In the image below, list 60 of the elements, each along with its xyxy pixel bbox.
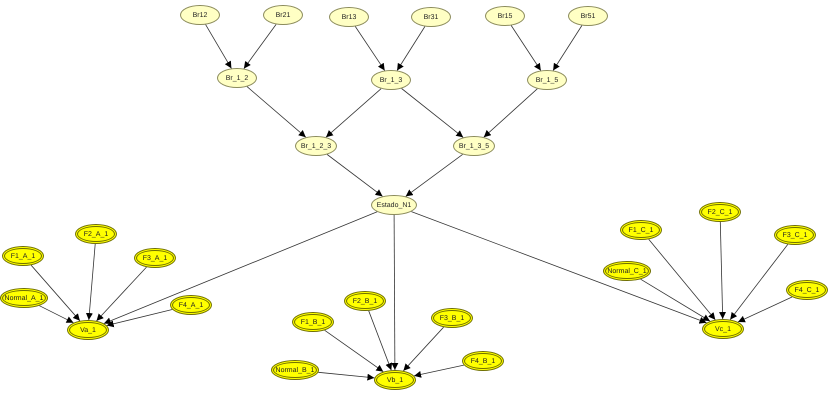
- node-ellipse: [485, 6, 525, 26]
- arrow: [730, 244, 788, 320]
- arrow: [510, 25, 542, 71]
- arrow: [738, 296, 792, 322]
- arrow: [326, 154, 383, 197]
- arrow: [39, 305, 74, 324]
- node-ellipse: [786, 280, 828, 300]
- node-ellipse: [134, 248, 176, 268]
- node-ellipse: [411, 7, 451, 27]
- node-ellipse: [180, 5, 220, 25]
- arrow: [246, 86, 306, 138]
- arrow: [403, 326, 444, 372]
- node-ellipse: [527, 70, 567, 90]
- node-ellipse: [699, 202, 741, 222]
- arrow: [552, 25, 582, 71]
- node-ellipse: [217, 68, 257, 88]
- node-ellipse: [170, 295, 212, 315]
- arrow: [401, 88, 464, 138]
- node-ellipse: [292, 312, 334, 332]
- arrow: [648, 238, 716, 320]
- arrow: [106, 309, 173, 328]
- arrow: [719, 222, 726, 320]
- arrow: [104, 211, 378, 324]
- node-ellipse: [329, 7, 369, 27]
- node-ellipse: [371, 195, 417, 215]
- arrow: [86, 244, 96, 320]
- node-ellipse: [374, 370, 416, 390]
- node-ellipse: [271, 360, 319, 380]
- arrow: [405, 154, 463, 197]
- arrow: [368, 310, 392, 371]
- arrow: [396, 26, 426, 71]
- node-ellipse: [453, 136, 495, 156]
- node-ellipse: [702, 319, 744, 339]
- node-ellipse: [295, 136, 337, 156]
- arrow: [483, 88, 538, 138]
- arrow: [354, 26, 386, 71]
- arrow: [30, 264, 80, 322]
- arrow: [326, 88, 382, 138]
- arrow: [414, 364, 464, 378]
- arrow: [244, 24, 276, 69]
- arrow: [640, 278, 710, 322]
- node-ellipse: [67, 320, 109, 340]
- arrow: [205, 24, 232, 69]
- arrow: [96, 266, 147, 322]
- node-ellipse: [75, 224, 117, 244]
- arrow: [411, 211, 707, 324]
- node-ellipse: [0, 288, 48, 308]
- node-ellipse: [774, 225, 816, 245]
- node-ellipse: [371, 70, 411, 90]
- arrow: [324, 330, 384, 372]
- node-ellipse: [263, 5, 303, 25]
- node-ellipse: [2, 246, 44, 266]
- node-ellipse: [620, 220, 662, 240]
- node-ellipse: [568, 6, 608, 26]
- arrow: [318, 372, 375, 381]
- node-ellipse: [603, 261, 651, 281]
- node-ellipse: [462, 351, 504, 371]
- node-ellipse: [431, 308, 473, 328]
- arrow: [391, 214, 398, 370]
- node-ellipse: [344, 291, 386, 311]
